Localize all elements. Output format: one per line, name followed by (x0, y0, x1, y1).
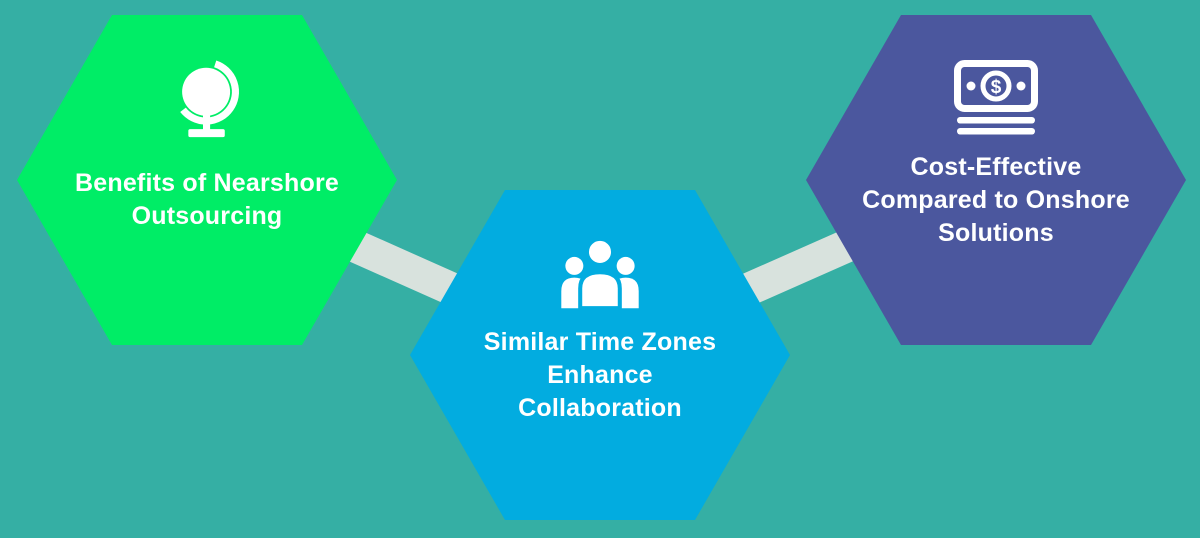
label-line: Collaboration (518, 394, 682, 422)
label-line: Solutions (938, 219, 1054, 247)
hexagon-timezones-label: Similar Time Zones Enhance Collaboration (410, 326, 790, 425)
dollar-sign: $ (991, 77, 1002, 98)
label-line: Cost-Effective (910, 153, 1082, 181)
label-line: Enhance (547, 361, 653, 389)
hexagon-benefits: Benefits of Nearshore Outsourcing (17, 15, 397, 345)
label-line: Compared to Onshore (862, 186, 1130, 214)
money-icon: $ (954, 60, 1038, 135)
hexagon-benefits-label: Benefits of Nearshore Outsourcing (17, 167, 397, 233)
label-line: Benefits of Nearshore (75, 169, 339, 197)
label-line: Outsourcing (131, 202, 283, 230)
hexagon-cost-label: Cost-Effective Compared to Onshore Solut… (806, 151, 1186, 250)
people-icon (561, 238, 639, 310)
label-line: Similar Time Zones (483, 328, 717, 356)
globe-icon (180, 60, 239, 138)
